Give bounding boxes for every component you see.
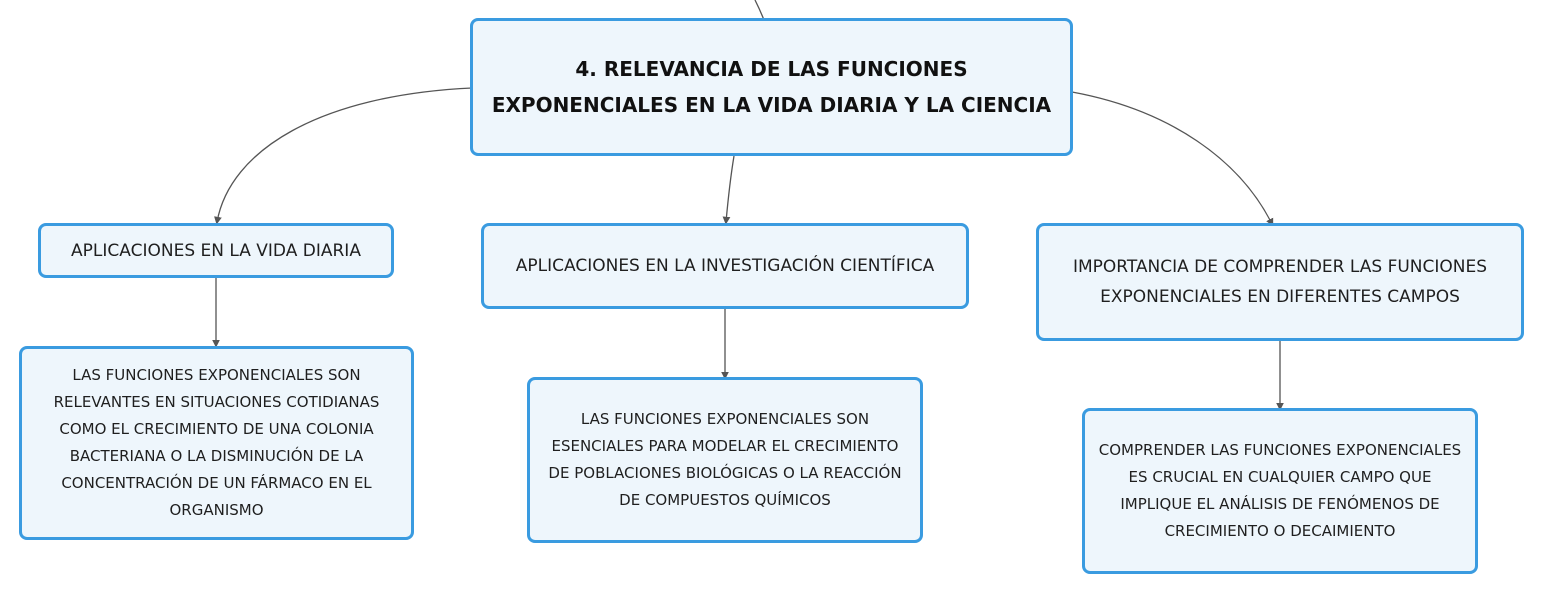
- detail-text-investigacion: LAS FUNCIONES EXPONENCIALES SON ESENCIAL…: [548, 410, 902, 509]
- connector-parent-to-root: [754, 0, 765, 21]
- branch-title-importancia: IMPORTANCIA DE COMPRENDER LAS FUNCIONES …: [1072, 257, 1488, 307]
- branch-node-vida-diaria[interactable]: APLICACIONES EN LA VIDA DIARIA: [38, 223, 394, 278]
- root-topic-node[interactable]: 4. RELEVANCIA DE LAS FUNCIONES EXPONENCI…: [470, 18, 1073, 156]
- connector-root-to-branch-2: [722, 155, 735, 225]
- branch-title-investigacion: APLICACIONES EN LA INVESTIGACIÓN CIENTÍF…: [515, 256, 935, 276]
- detail-node-investigacion[interactable]: LAS FUNCIONES EXPONENCIALES SON ESENCIAL…: [527, 377, 923, 543]
- root-topic-text: 4. RELEVANCIA DE LAS FUNCIONES EXPONENCI…: [491, 57, 1052, 117]
- detail-node-importancia[interactable]: COMPRENDER LAS FUNCIONES EXPONENCIALES E…: [1082, 408, 1478, 574]
- branch-node-investigacion[interactable]: APLICACIONES EN LA INVESTIGACIÓN CIENTÍF…: [481, 223, 969, 309]
- detail-text-vida-diaria: LAS FUNCIONES EXPONENCIALES SON RELEVANT…: [53, 366, 380, 519]
- detail-text-importancia: COMPRENDER LAS FUNCIONES EXPONENCIALES E…: [1098, 441, 1462, 540]
- connector-root-to-branch-1: [214, 87, 473, 225]
- connector-root-to-branch-3: [1071, 91, 1274, 227]
- branch-node-importancia[interactable]: IMPORTANCIA DE COMPRENDER LAS FUNCIONES …: [1036, 223, 1524, 341]
- detail-node-vida-diaria[interactable]: LAS FUNCIONES EXPONENCIALES SON RELEVANT…: [19, 346, 414, 540]
- branch-title-vida-diaria: APLICACIONES EN LA VIDA DIARIA: [71, 240, 361, 261]
